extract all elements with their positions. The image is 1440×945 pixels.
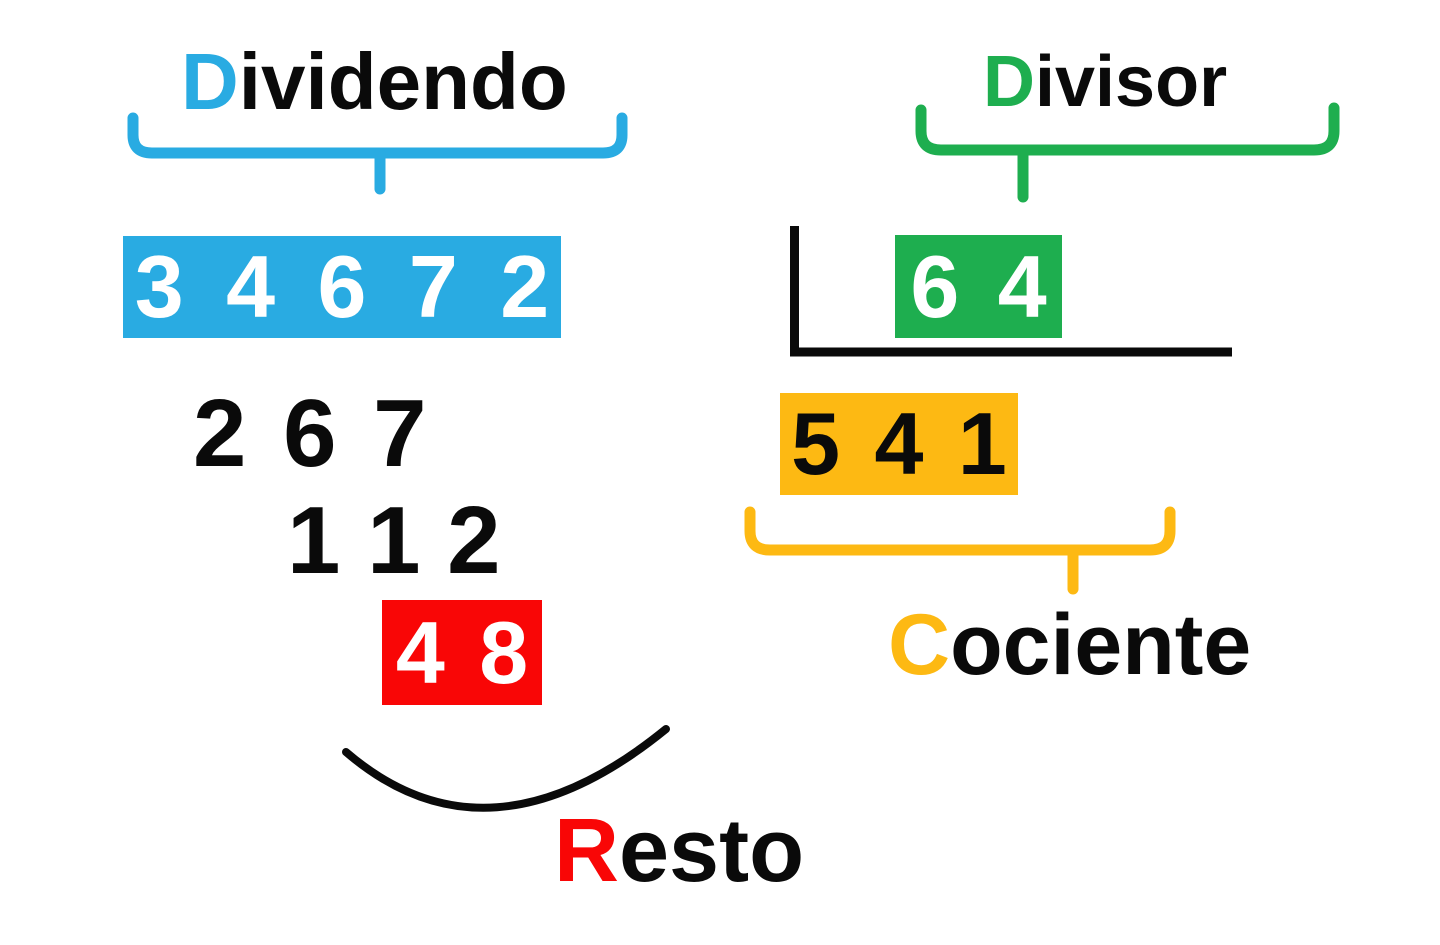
dividend-label: Dividendo <box>181 42 568 122</box>
dividend-digits: 3 4 6 7 2 <box>134 237 559 336</box>
remainder-digits: 4 8 <box>395 602 534 702</box>
remainder-label-rest: esto <box>619 801 805 901</box>
dividend-label-initial: D <box>181 37 239 126</box>
division-bracket <box>790 226 1232 357</box>
quotient-label: Cociente <box>888 602 1251 688</box>
divisor-digits: 6 4 <box>910 236 1054 336</box>
dividend-number-box: 3 4 6 7 2 <box>123 236 561 338</box>
remainder-label: Resto <box>554 806 804 896</box>
divisor-label-rest: ivisor <box>1035 42 1228 122</box>
quotient-label-rest: ociente <box>950 597 1252 693</box>
remainder-label-initial: R <box>554 801 619 901</box>
quotient-number-box: 5 4 1 <box>780 393 1018 495</box>
quotient-digits: 5 4 1 <box>791 394 1012 493</box>
quotient-brace <box>744 506 1176 556</box>
divisor-brace <box>915 102 1340 156</box>
quotient-label-initial: C <box>888 597 951 693</box>
divisor-label: Divisor <box>983 46 1227 118</box>
partial-remainder-1: 2 6 7 <box>193 380 432 487</box>
partial-remainder-2: 1 1 2 <box>287 487 501 594</box>
remainder-arc <box>342 725 670 812</box>
remainder-number-box: 4 8 <box>382 600 542 705</box>
dividend-label-rest: ividendo <box>238 37 568 126</box>
divisor-label-initial: D <box>983 42 1035 122</box>
divisor-number-box: 6 4 <box>895 235 1062 338</box>
